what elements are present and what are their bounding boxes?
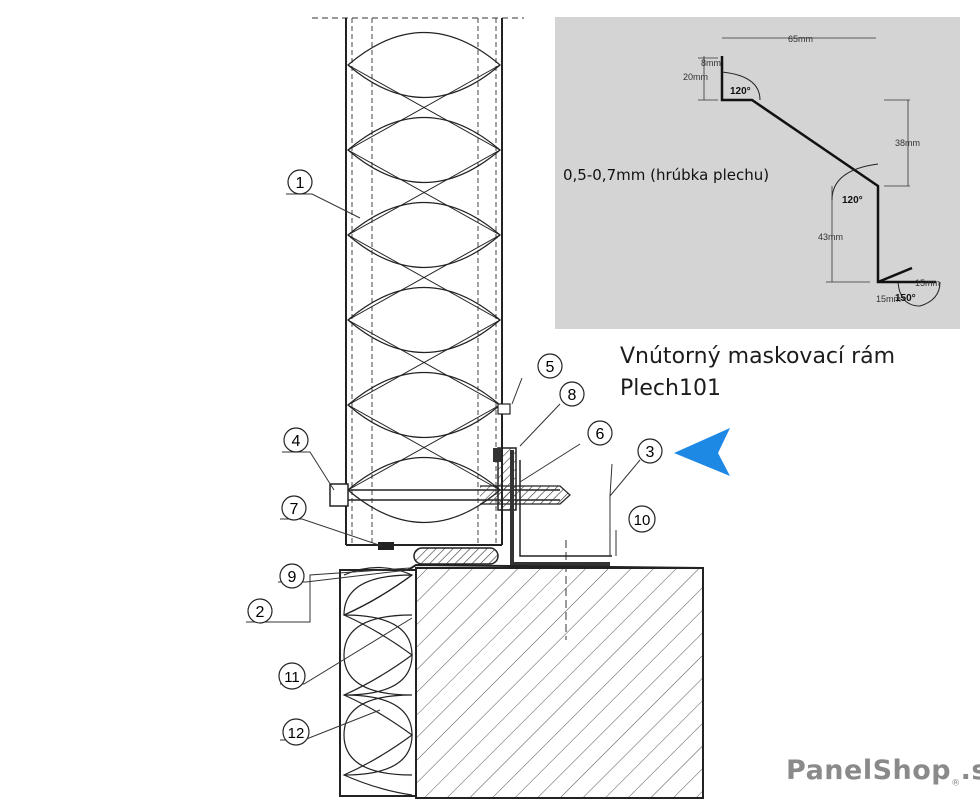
fastening-screw (329, 483, 571, 507)
callout-8: 8 (559, 381, 585, 407)
steel-angle (510, 450, 610, 567)
svg-text:12: 12 (288, 725, 305, 742)
pointer-arrow-icon (674, 428, 730, 476)
callout-12: 12 (282, 718, 310, 746)
svg-text:20mm: 20mm (683, 72, 708, 82)
seal-strip (493, 448, 501, 462)
caption-title: Vnútorný maskovací rám (620, 344, 896, 369)
svg-text:15mm: 15mm (915, 278, 940, 288)
svg-text:0,5-0,7mm (hrúbka plechu): 0,5-0,7mm (hrúbka plechu) (563, 166, 769, 184)
svg-text:9: 9 (288, 569, 297, 586)
lower-insulation (339, 566, 417, 797)
callout-9: 9 (279, 563, 305, 589)
profile-inset: 65mm 8mm 20mm 38mm 43mm 15mm 15mm 120° 1… (555, 17, 960, 329)
svg-text:65mm: 65mm (788, 34, 813, 44)
compriband-seal (413, 547, 499, 565)
svg-text:43mm: 43mm (818, 232, 843, 242)
svg-text:10: 10 (634, 512, 651, 529)
callout-2: 2 (247, 598, 273, 624)
callout-6: 6 (587, 420, 613, 446)
svg-text:11: 11 (284, 669, 300, 686)
callout-1: 1 (287, 169, 313, 195)
svg-text:38mm: 38mm (895, 138, 920, 148)
svg-text:8mm: 8mm (701, 58, 721, 68)
callout-5: 5 (537, 353, 563, 379)
sandwich-panel (312, 17, 524, 546)
svg-text:8: 8 (568, 387, 577, 404)
svg-text:5: 5 (546, 359, 555, 376)
callout-10: 10 (628, 505, 656, 533)
profile-shape (720, 56, 936, 284)
callout-markers: 1 4 7 9 2 11 12 5 8 6 3 10 (247, 169, 663, 746)
svg-text:120°: 120° (842, 195, 863, 206)
sealing-tape (378, 542, 394, 550)
svg-text:3: 3 (646, 444, 655, 461)
svg-text:150°: 150° (895, 293, 916, 304)
svg-text:4: 4 (292, 433, 301, 450)
concrete-base (415, 540, 704, 799)
inner-masking-frame (519, 460, 612, 557)
caption-subtitle: Plech101 (620, 376, 721, 401)
callout-4: 4 (283, 427, 309, 453)
rivet (497, 403, 511, 415)
svg-text:120°: 120° (730, 86, 751, 97)
svg-text:7: 7 (290, 501, 299, 518)
svg-text:2: 2 (256, 604, 265, 621)
callout-3: 3 (637, 438, 663, 464)
base-flashing (407, 563, 704, 571)
callout-7: 7 (281, 495, 307, 521)
svg-text:6: 6 (596, 426, 605, 443)
svg-text:1: 1 (296, 175, 305, 192)
svg-text:15mm: 15mm (876, 294, 901, 304)
callout-11: 11 (278, 662, 306, 690)
brand-logo: PanelShop®.sk (786, 755, 980, 789)
